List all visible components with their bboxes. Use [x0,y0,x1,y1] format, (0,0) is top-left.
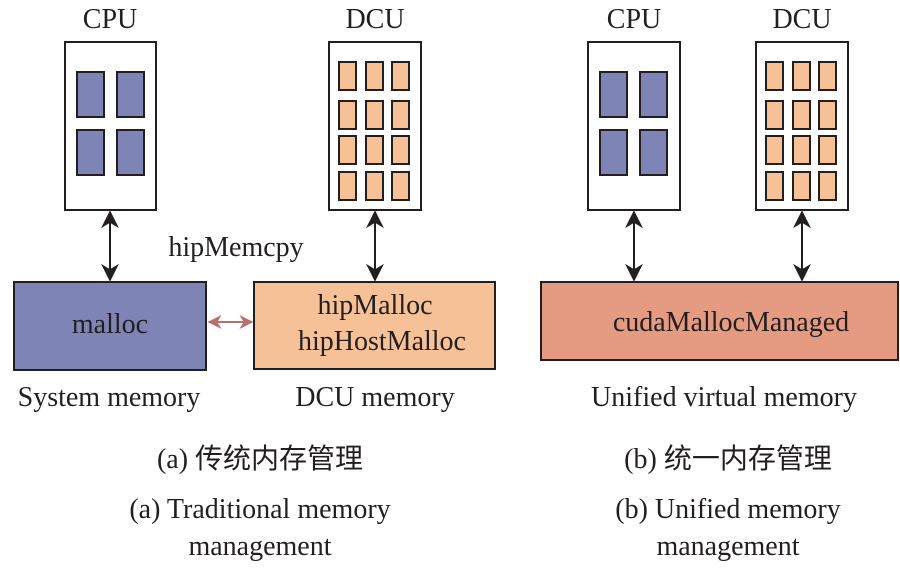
caption-cn-b: (b) 统一内存管理 [624,444,832,475]
dcu-core [818,171,837,201]
cpu-core [76,129,105,176]
malloc-text: malloc [71,309,149,340]
cpu-core [116,71,145,118]
dcu-core [792,100,811,130]
dcu-core [338,171,357,201]
dcu-core [338,100,357,130]
cudamallocmanaged-text: cudaMallocManaged [612,307,850,338]
dcu-core [818,61,837,91]
dcu-core [818,135,837,165]
dcu-label-b: DCU [772,4,832,35]
cpu-core [599,129,628,176]
dcu-core [818,100,837,130]
caption-en-a-line2: management [188,531,332,562]
unified-memory-label: Unified virtual memory [591,382,857,413]
dcu-core [765,61,784,91]
cpu-label-b: CPU [606,4,662,35]
cpu-chip-a [64,41,157,211]
dcu-core [765,171,784,201]
dcu-core [365,135,384,165]
system-memory-box [13,281,207,371]
dcu-core [792,135,811,165]
cpu-core [116,129,145,176]
cpu-chip-b [587,41,681,211]
cpu-core [76,71,105,118]
dcu-core [338,135,357,165]
dcu-core [765,135,784,165]
dcu-core [391,61,410,91]
caption-cn-a: (a) 传统内存管理 [156,444,364,475]
hipmalloc-text: hipMalloc [317,290,433,321]
dcu-core [792,61,811,91]
dcu-core [365,61,384,91]
cpu-label-a: CPU [82,4,138,35]
dcu-label-a: DCU [345,4,405,35]
unified-memory-box [540,281,899,361]
cpu-core [639,71,668,118]
dcu-core [338,61,357,91]
dcu-core [391,100,410,130]
hiphostmalloc-text: hipHostMalloc [298,326,466,357]
system-memory-label: System memory [17,382,201,413]
hipmemcpy-label: hipMemcpy [168,232,304,263]
caption-en-a-line1: (a) Traditional memory [129,494,391,525]
caption-en-b-line1: (b) Unified memory [615,494,841,525]
dcu-core [365,100,384,130]
caption-en-b-line2: management [656,531,800,562]
dcu-core [391,135,410,165]
dcu-core [391,171,410,201]
dcu-core [792,171,811,201]
dcu-memory-label: DCU memory [295,382,455,413]
cpu-core [639,129,668,176]
dcu-core [365,171,384,201]
dcu-core [765,100,784,130]
dcu-memory-box [253,281,496,370]
cpu-core [599,71,628,118]
